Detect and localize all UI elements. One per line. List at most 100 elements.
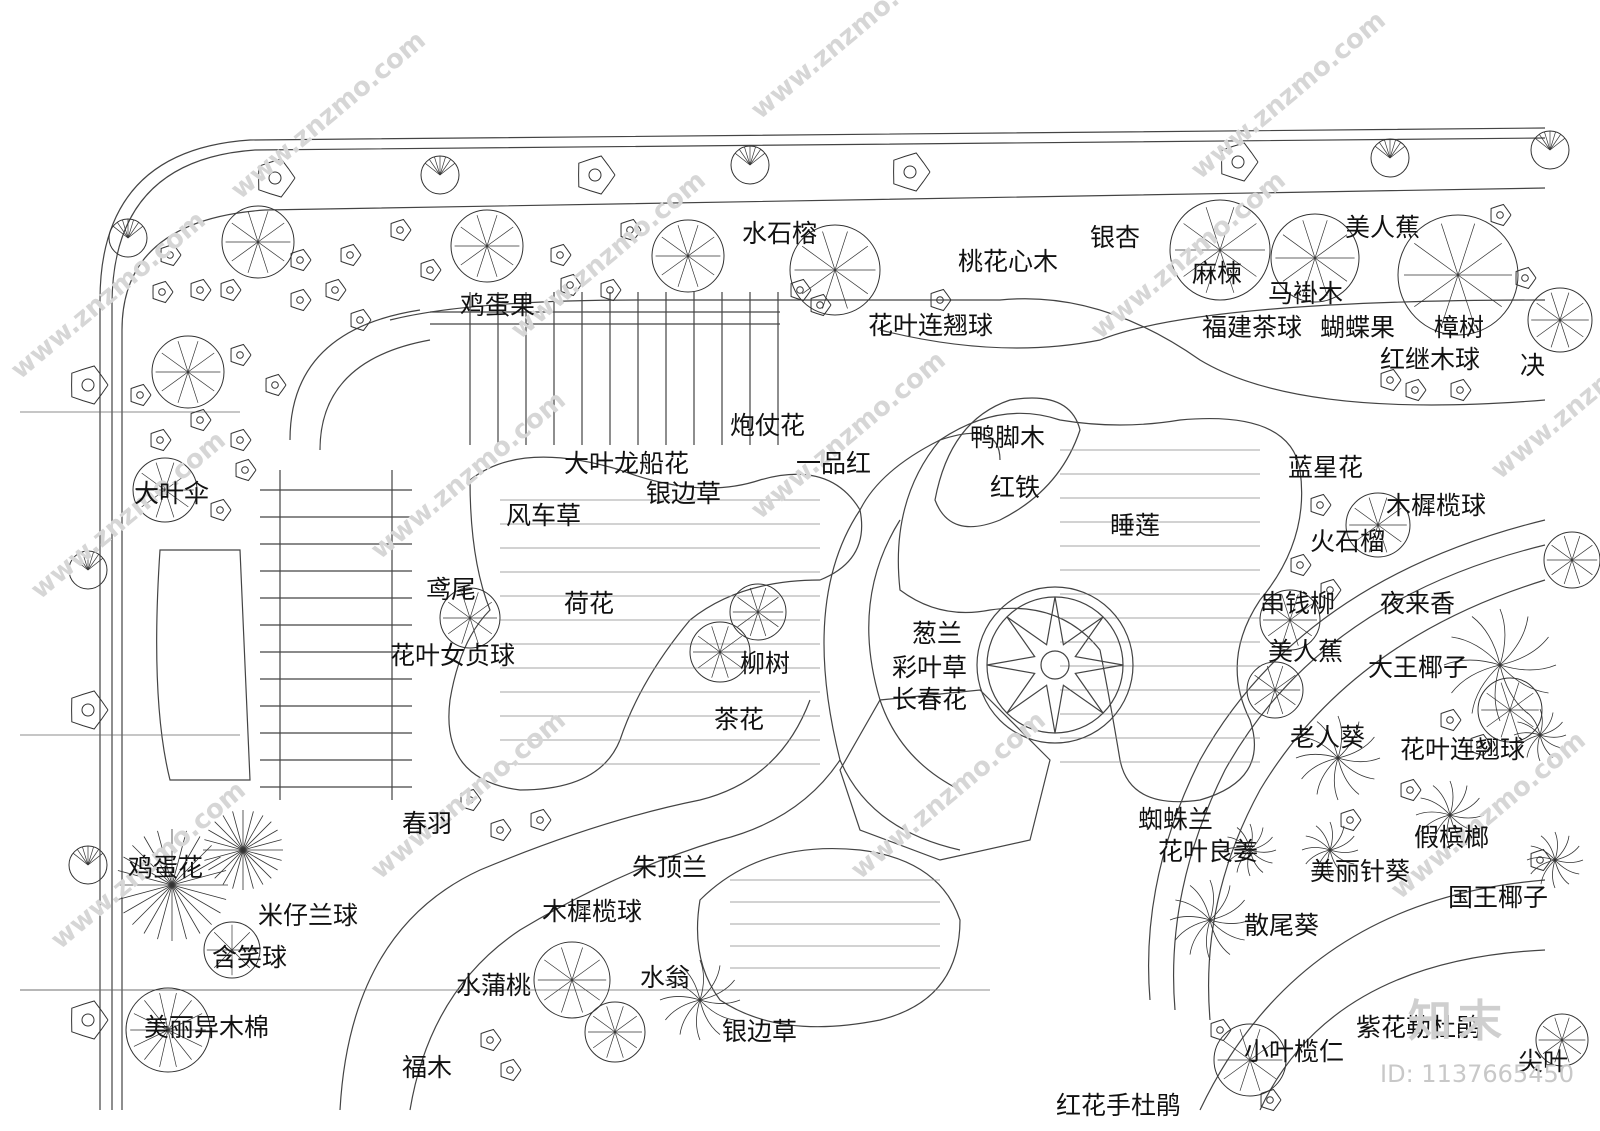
tree-branch [1289,619,1313,637]
pavilion-center [1040,650,1070,680]
tree-branch [1314,234,1348,259]
fan-palm-leaf [143,884,173,934]
fan-palm-leaf [214,821,244,851]
plant-labels: 水石榕桃花心木银杏麻楝美人蕉马褂木福建茶球蝴蝶果樟树红继木球决花叶连翘球鸡蛋果炮… [128,213,1568,1120]
palm-frond [1305,835,1331,851]
fan-palm-leaf [242,849,278,871]
shrub-outline [340,243,362,267]
plant-label: 风车草 [506,501,581,530]
palm-frond [1552,859,1556,889]
plant-label: 水蒲桃 [456,971,531,1000]
tree-branch [1223,1040,1251,1061]
tree-branch [461,592,471,619]
fan-palm-leaf [242,811,254,851]
shrub-symbol [420,258,442,282]
tree-canopy [533,941,611,1019]
shrub-symbol [460,788,482,812]
fan-rib [87,846,94,866]
tree-branch [164,489,189,508]
tree-branch [697,635,721,653]
tree-branch [606,1006,616,1033]
plant-label: 大王椰子 [1368,653,1468,682]
tree-branch [1571,559,1593,576]
tree-branch [167,1029,177,1067]
tree-branch [1377,507,1402,526]
tree-branch [1486,709,1511,728]
palm-frond [1517,721,1541,736]
palm-frond [1540,859,1556,885]
shrub-outline [460,788,482,812]
path-line [99,127,1546,1110]
fan-rib [749,149,761,166]
fan-rib [87,554,99,571]
plant-label: 水石榕 [742,219,817,248]
tree-branch [1368,524,1379,553]
plant-label: 夜来香 [1380,589,1455,618]
tree-branch [167,1029,192,1060]
shrub-outline [1260,1088,1282,1112]
shrub-symbol [1320,578,1342,602]
site-watermark: www.znzmo.com [1185,5,1391,185]
palm-frond [699,999,735,1021]
shrub-core [1406,786,1414,794]
tree-branch [1536,302,1561,321]
fan-palm-leaf [171,884,187,940]
plant-label: 决 [1520,351,1545,380]
shrub-symbol [1260,1088,1282,1112]
plant-label: 红花手杜鹃 [1056,1091,1181,1120]
fan-rib [1374,145,1391,159]
palm-frond [699,999,741,1004]
shrub-outline [290,288,312,312]
tree-symbol [584,1001,646,1063]
palm-frond [1223,847,1251,851]
plant-label: 假槟榔 [1414,823,1489,852]
tree-branch [141,472,166,491]
palm-symbol [1513,708,1567,762]
tree-branch [469,617,479,644]
shrub-core [588,168,602,182]
tree-branch [571,947,583,981]
shrub-outline [230,343,252,367]
tree-branch [1254,689,1276,706]
fan-palm-leaf [214,849,244,879]
tree-branch [661,236,689,257]
palm-frond [1449,814,1468,845]
tree-branch [164,462,175,491]
shrub-core [1411,386,1419,394]
fan-palm-leaf [123,856,173,886]
shrub-core [356,316,364,324]
tree-branch [1561,1039,1570,1063]
fan-palm-leaf [171,884,227,900]
shrub-core [626,226,634,234]
tree-branch [614,1031,624,1058]
tree-canopy [584,1001,646,1063]
shrub-symbol [790,278,812,302]
fan-rib [1384,139,1391,159]
path-line [319,339,431,451]
tree-branch [1571,535,1581,561]
shrub-outline [258,158,296,198]
tree-branch [144,1029,169,1060]
shrub-outline [1380,368,1402,392]
palm-frond [699,979,735,1001]
plant-label: 鸡蛋花 [128,853,203,882]
tree-branch [1314,257,1328,296]
fan-rib [744,146,751,166]
shrub-symbol [1400,778,1422,802]
palm-frond [1316,721,1339,759]
tree-canopy [651,219,725,293]
fan-palm-leaf [232,811,244,851]
plant-label: 小叶榄仁 [1244,1037,1344,1066]
path-line [111,137,1546,1110]
plant-label: 花叶连翘球 [868,311,993,340]
tree-branch [469,617,493,635]
palm-frond [1420,814,1451,833]
tree-branch [1249,1040,1277,1061]
plant-label: 紫花勒杜鹃 [1356,1013,1481,1042]
tree-branch [247,241,259,273]
shrub-symbol [550,243,572,267]
shrub-symbol [1470,733,1492,757]
palm-frond [1301,736,1339,759]
fan-rib [127,225,144,239]
palm-frond [1249,849,1273,864]
